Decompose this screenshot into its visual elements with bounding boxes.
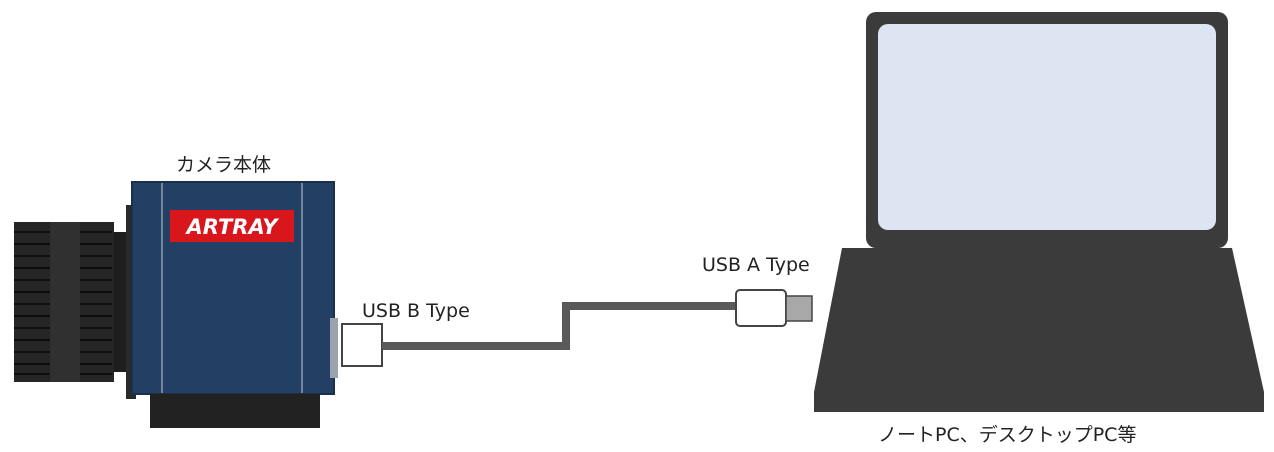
usb-a-connector	[735, 289, 813, 327]
camera-lens	[14, 205, 136, 399]
usb-b-connector	[341, 323, 383, 367]
laptop	[814, 12, 1264, 412]
artray-logo: ARTRAY	[170, 210, 294, 242]
usb-b-label: USB B Type	[362, 300, 470, 322]
artray-logo-text: ARTRAY	[184, 215, 279, 239]
usb-a-label: USB A Type	[702, 254, 810, 276]
camera-body-label: カメラ本体	[176, 154, 272, 176]
camera: ARTRAY	[14, 181, 338, 428]
usb-cable	[382, 302, 738, 350]
laptop-base	[814, 248, 1264, 392]
computer-label: ノートPC、デスクトップPC等	[878, 424, 1137, 446]
laptop-screen	[878, 24, 1216, 230]
laptop-base-edge	[814, 392, 1264, 412]
